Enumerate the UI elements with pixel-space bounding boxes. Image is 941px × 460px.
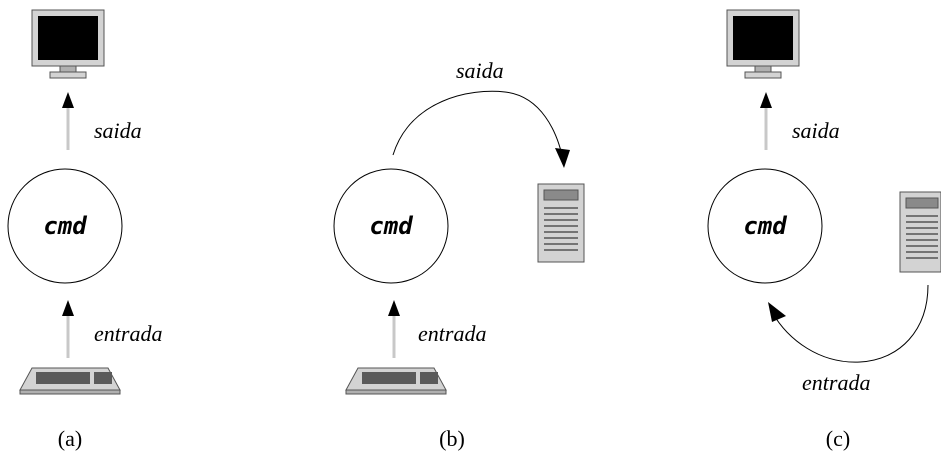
- input-label: entrada: [418, 321, 486, 346]
- output-label: saida: [792, 118, 840, 143]
- output-arrowhead: [555, 148, 570, 168]
- file-icon: [899, 191, 941, 273]
- cmd-label: cmd: [43, 212, 87, 240]
- output-arrow: [760, 92, 772, 150]
- cmd-node: [707, 168, 823, 284]
- panel-b: saida cmd entrada: [333, 58, 585, 451]
- cmd-label: cmd: [743, 212, 787, 240]
- output-arrow: [62, 92, 74, 150]
- input-arrow: [771, 284, 929, 363]
- keyboard-icon: [345, 367, 447, 395]
- monitor-icon: [726, 9, 800, 79]
- file-icon: [537, 183, 585, 263]
- keyboard-icon: [19, 367, 121, 395]
- cmd-label: cmd: [369, 212, 413, 240]
- cmd-node: [7, 168, 123, 284]
- input-arrowhead: [768, 302, 786, 322]
- cmd-node: [333, 168, 449, 284]
- panel-c: saida cmd entrada (c): [707, 9, 941, 451]
- monitor-icon: [31, 9, 105, 79]
- output-arrow: [392, 90, 565, 166]
- panel-a: saida cmd entrada (a): [7, 9, 162, 451]
- input-arrow: [62, 300, 74, 358]
- input-label: entrada: [94, 321, 162, 346]
- input-label: entrada: [802, 370, 870, 395]
- caption: (b): [439, 426, 465, 451]
- output-label: saida: [456, 58, 504, 83]
- output-label: saida: [94, 118, 142, 143]
- caption: (c): [826, 426, 850, 451]
- caption: (a): [58, 426, 82, 451]
- input-arrow: [388, 300, 400, 358]
